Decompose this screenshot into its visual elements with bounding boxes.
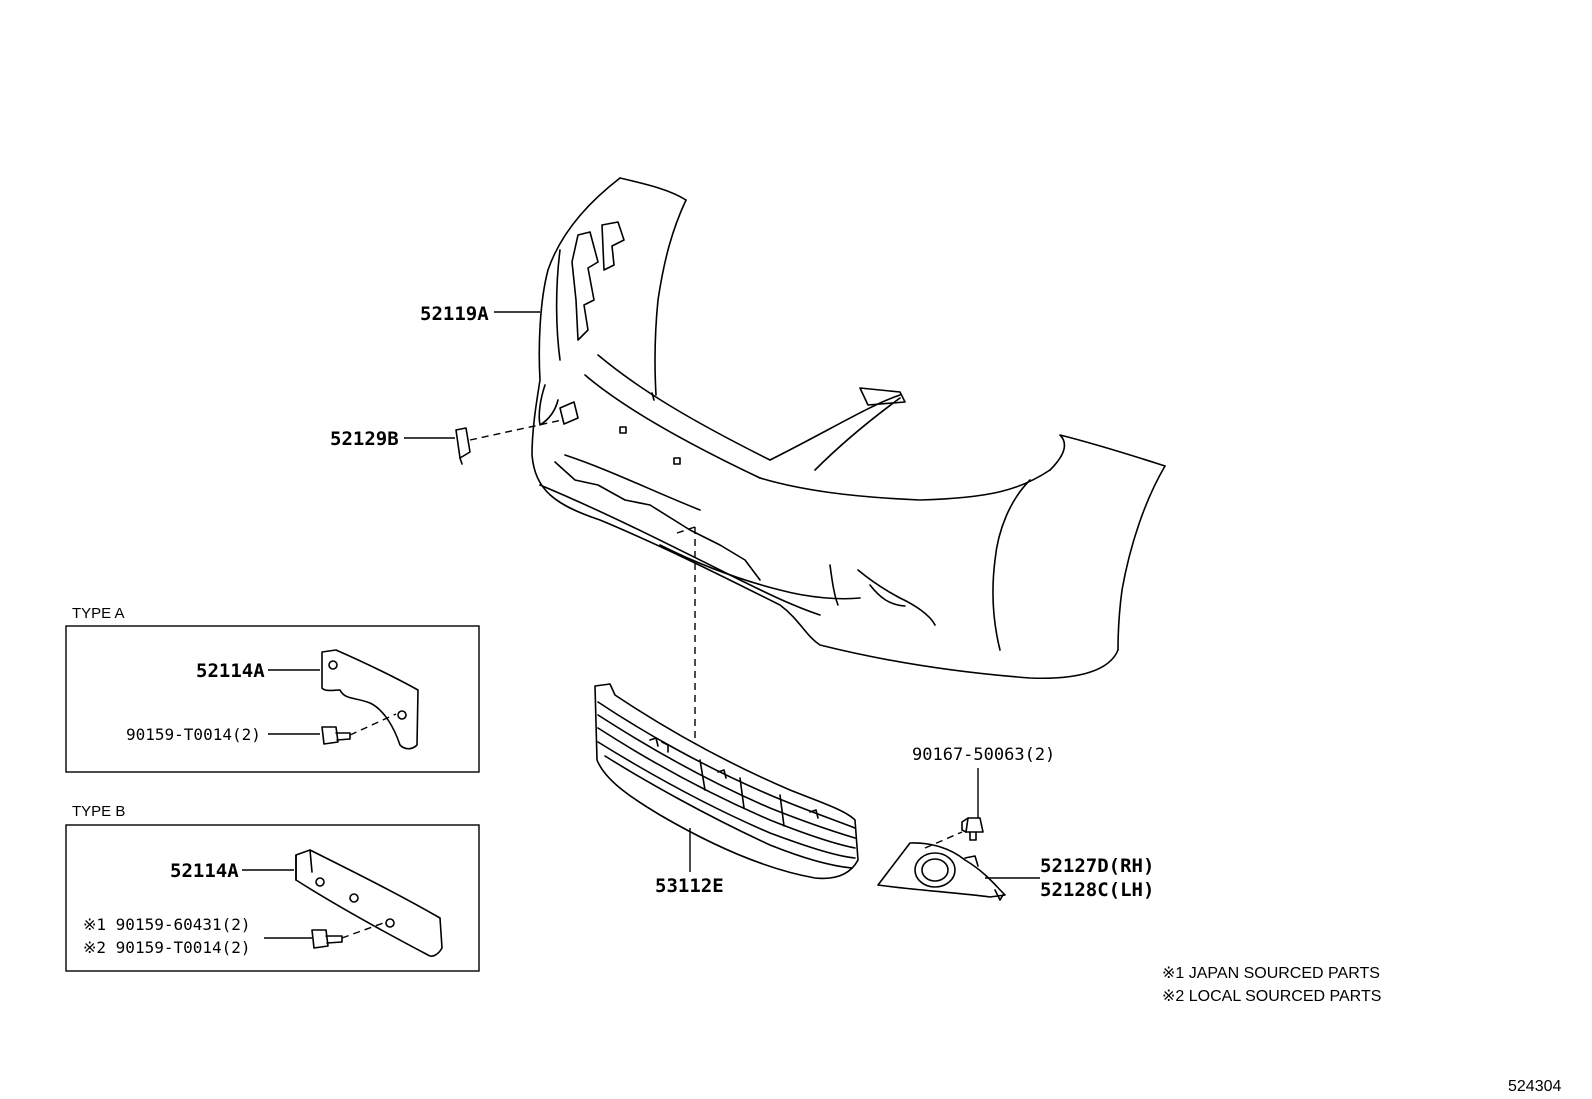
dash-grille-tip: [676, 526, 696, 534]
bracket-52114A-type-b[interactable]: [295, 849, 443, 957]
dash-type-a: [349, 713, 397, 736]
callout-52119A: 52119A: [420, 303, 489, 325]
grille-53112E[interactable]: [594, 683, 859, 880]
type-b-box: [65, 824, 480, 972]
type-b-bolt2-label: ※2 90159-T0014(2): [83, 938, 251, 957]
note-japan-sourced: ※1 JAPAN SOURCED PARTS: [1162, 965, 1380, 982]
note-local-sourced: ※2 LOCAL SOURCED PARTS: [1162, 988, 1381, 1005]
bolt-type-a[interactable]: [321, 726, 351, 745]
fog-cover-52127D-52128C[interactable]: [877, 842, 1006, 901]
type-a-part-label: 52114A: [196, 660, 265, 682]
dash-52129B: [469, 419, 563, 441]
figure-id: 524304: [1508, 1078, 1561, 1095]
type-a-bolt-label: 90159-T0014(2): [126, 725, 261, 744]
callout-53112E: 53112E: [655, 875, 724, 897]
clip-90167-50063[interactable]: [961, 817, 984, 841]
callout-52127D: 52127D(RH): [1040, 855, 1154, 877]
bracket-52114A-type-a[interactable]: [321, 649, 419, 750]
bumper-cover-52119A[interactable]: [531, 177, 1166, 680]
dash-type-b: [341, 921, 387, 939]
type-b-title: TYPE B: [72, 803, 125, 820]
bolt-type-b[interactable]: [311, 929, 343, 949]
type-b-part-label: 52114A: [170, 860, 239, 882]
callout-52128C: 52128C(LH): [1040, 879, 1154, 901]
type-a-box: [65, 625, 480, 773]
dash-clip: [924, 831, 963, 849]
callout-52129B: 52129B: [330, 428, 399, 450]
cap-52129B[interactable]: [455, 427, 471, 465]
type-a-title: TYPE A: [72, 605, 125, 622]
callout-90167-50063: 90167-50063(2): [912, 745, 1055, 765]
type-b-bolt1-label: ※1 90159-60431(2): [83, 915, 251, 934]
